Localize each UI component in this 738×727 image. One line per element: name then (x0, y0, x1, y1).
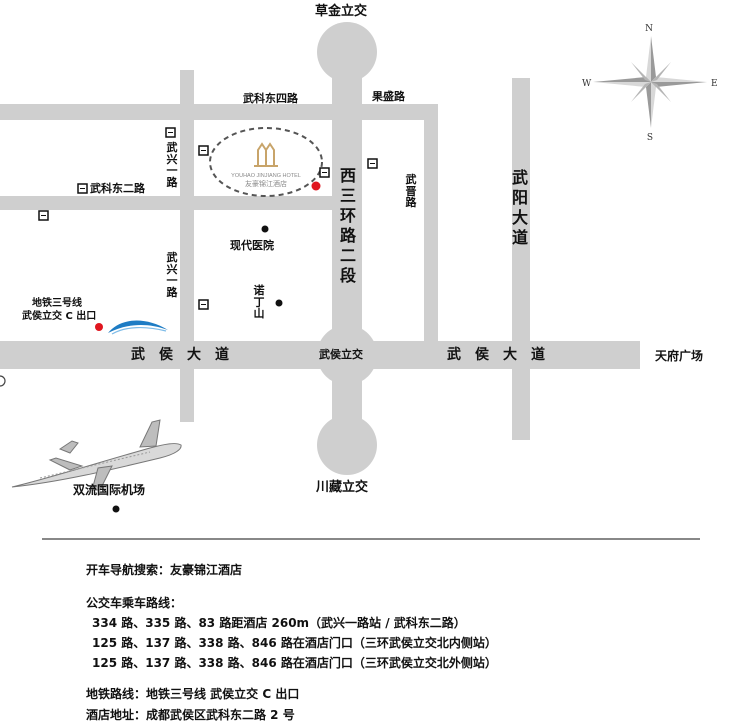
road-wujin (424, 104, 438, 344)
interchange-center (317, 325, 377, 385)
hotel-pinyin: YOUHAO JINJIANG HOTEL (231, 173, 301, 179)
road-wukedongsi (0, 104, 438, 120)
label-metro-line: 地铁三号线 (32, 298, 82, 309)
label-road-wujin: 武晋路 (405, 173, 417, 210)
info-nav: 开车导航搜索：友豪锦江酒店 (86, 563, 243, 577)
label-interchange-south: 川藏立交 (316, 480, 369, 495)
road-wuyang (512, 78, 530, 440)
label-hospital: 现代医院 (230, 239, 274, 252)
hotel-logo-ring (209, 127, 323, 197)
label-road-wuxingyi-bottom: 武兴一路 (166, 251, 178, 299)
label-airport: 双流国际机场 (73, 483, 146, 497)
svg-text:E: E (711, 79, 718, 89)
label-interchange-north: 草金立交 (315, 4, 368, 19)
label-road-wuhou-right: 武侯大道 (447, 347, 559, 363)
road-wuxingyi (180, 70, 194, 422)
hotel-marker-icon (311, 181, 321, 191)
metro-swoosh-icon (108, 320, 168, 333)
hotel-name: 友豪锦江酒店 (245, 179, 287, 188)
divider (42, 538, 700, 540)
info-bus-line-3: 125 路、137 路、338 路、846 路在酒店门口（三环武侯立交北外侧站） (92, 656, 497, 670)
interchange-south (317, 415, 377, 475)
label-road-wuhou-left: 武侯大道 (131, 347, 243, 363)
airport-dot-icon (112, 505, 120, 513)
road-network: YOUHAO JINJIANG HOTEL 友豪锦江酒店 (0, 22, 718, 513)
svg-text:N: N (645, 24, 653, 34)
svg-text:W: W (582, 79, 592, 89)
label-road-wukedongsi: 武科东四路 (243, 92, 298, 105)
airplane-icon (11, 419, 182, 491)
hospital-dot-icon (261, 225, 269, 233)
label-road-wuxingyi-top: 武兴一路 (166, 141, 178, 189)
svg-text:S: S (647, 133, 653, 143)
label-interchange-center: 武侯立交 (319, 348, 363, 361)
label-road-xisanhuan: 西三环路二段 (339, 166, 356, 285)
info-bus-line-1: 334 路、335 路、83 路距酒店 260m（武兴一路站 / 武科东二路） (92, 616, 466, 630)
road-wukedonger (0, 196, 338, 210)
label-road-guosheng: 果盛路 (372, 90, 405, 103)
label-metro-exit: 武侯立交 C 出口 (22, 311, 97, 322)
compass-icon: N S E W (582, 24, 718, 143)
info-bus-title: 公交车乘车路线： (86, 596, 183, 610)
nuoding-dot-icon (275, 299, 283, 307)
label-road-wuyang: 武阳大道 (511, 168, 528, 247)
interchange-north (317, 22, 377, 82)
bus-stop-icons (38, 127, 378, 310)
hotel-logo-icon (254, 142, 278, 167)
info-address: 酒店地址：成都武侯区武科东二路 2 号 (86, 708, 295, 722)
label-road-wukedonger: 武科东二路 (90, 182, 145, 195)
road-xisanhuan (332, 50, 362, 458)
info-bus-line-2: 125 路、137 路、338 路、846 路在酒店门口（三环武侯立交北内侧站） (92, 636, 497, 650)
label-nuoding: 诺丁山 (253, 284, 265, 321)
metro-marker-icon (95, 323, 103, 331)
label-tianfu-square: 天府广场 (655, 349, 704, 363)
edge-marker-icon (0, 375, 6, 387)
info-metro: 地铁路线：地铁三号线 武侯立交 C 出口 (86, 687, 300, 701)
